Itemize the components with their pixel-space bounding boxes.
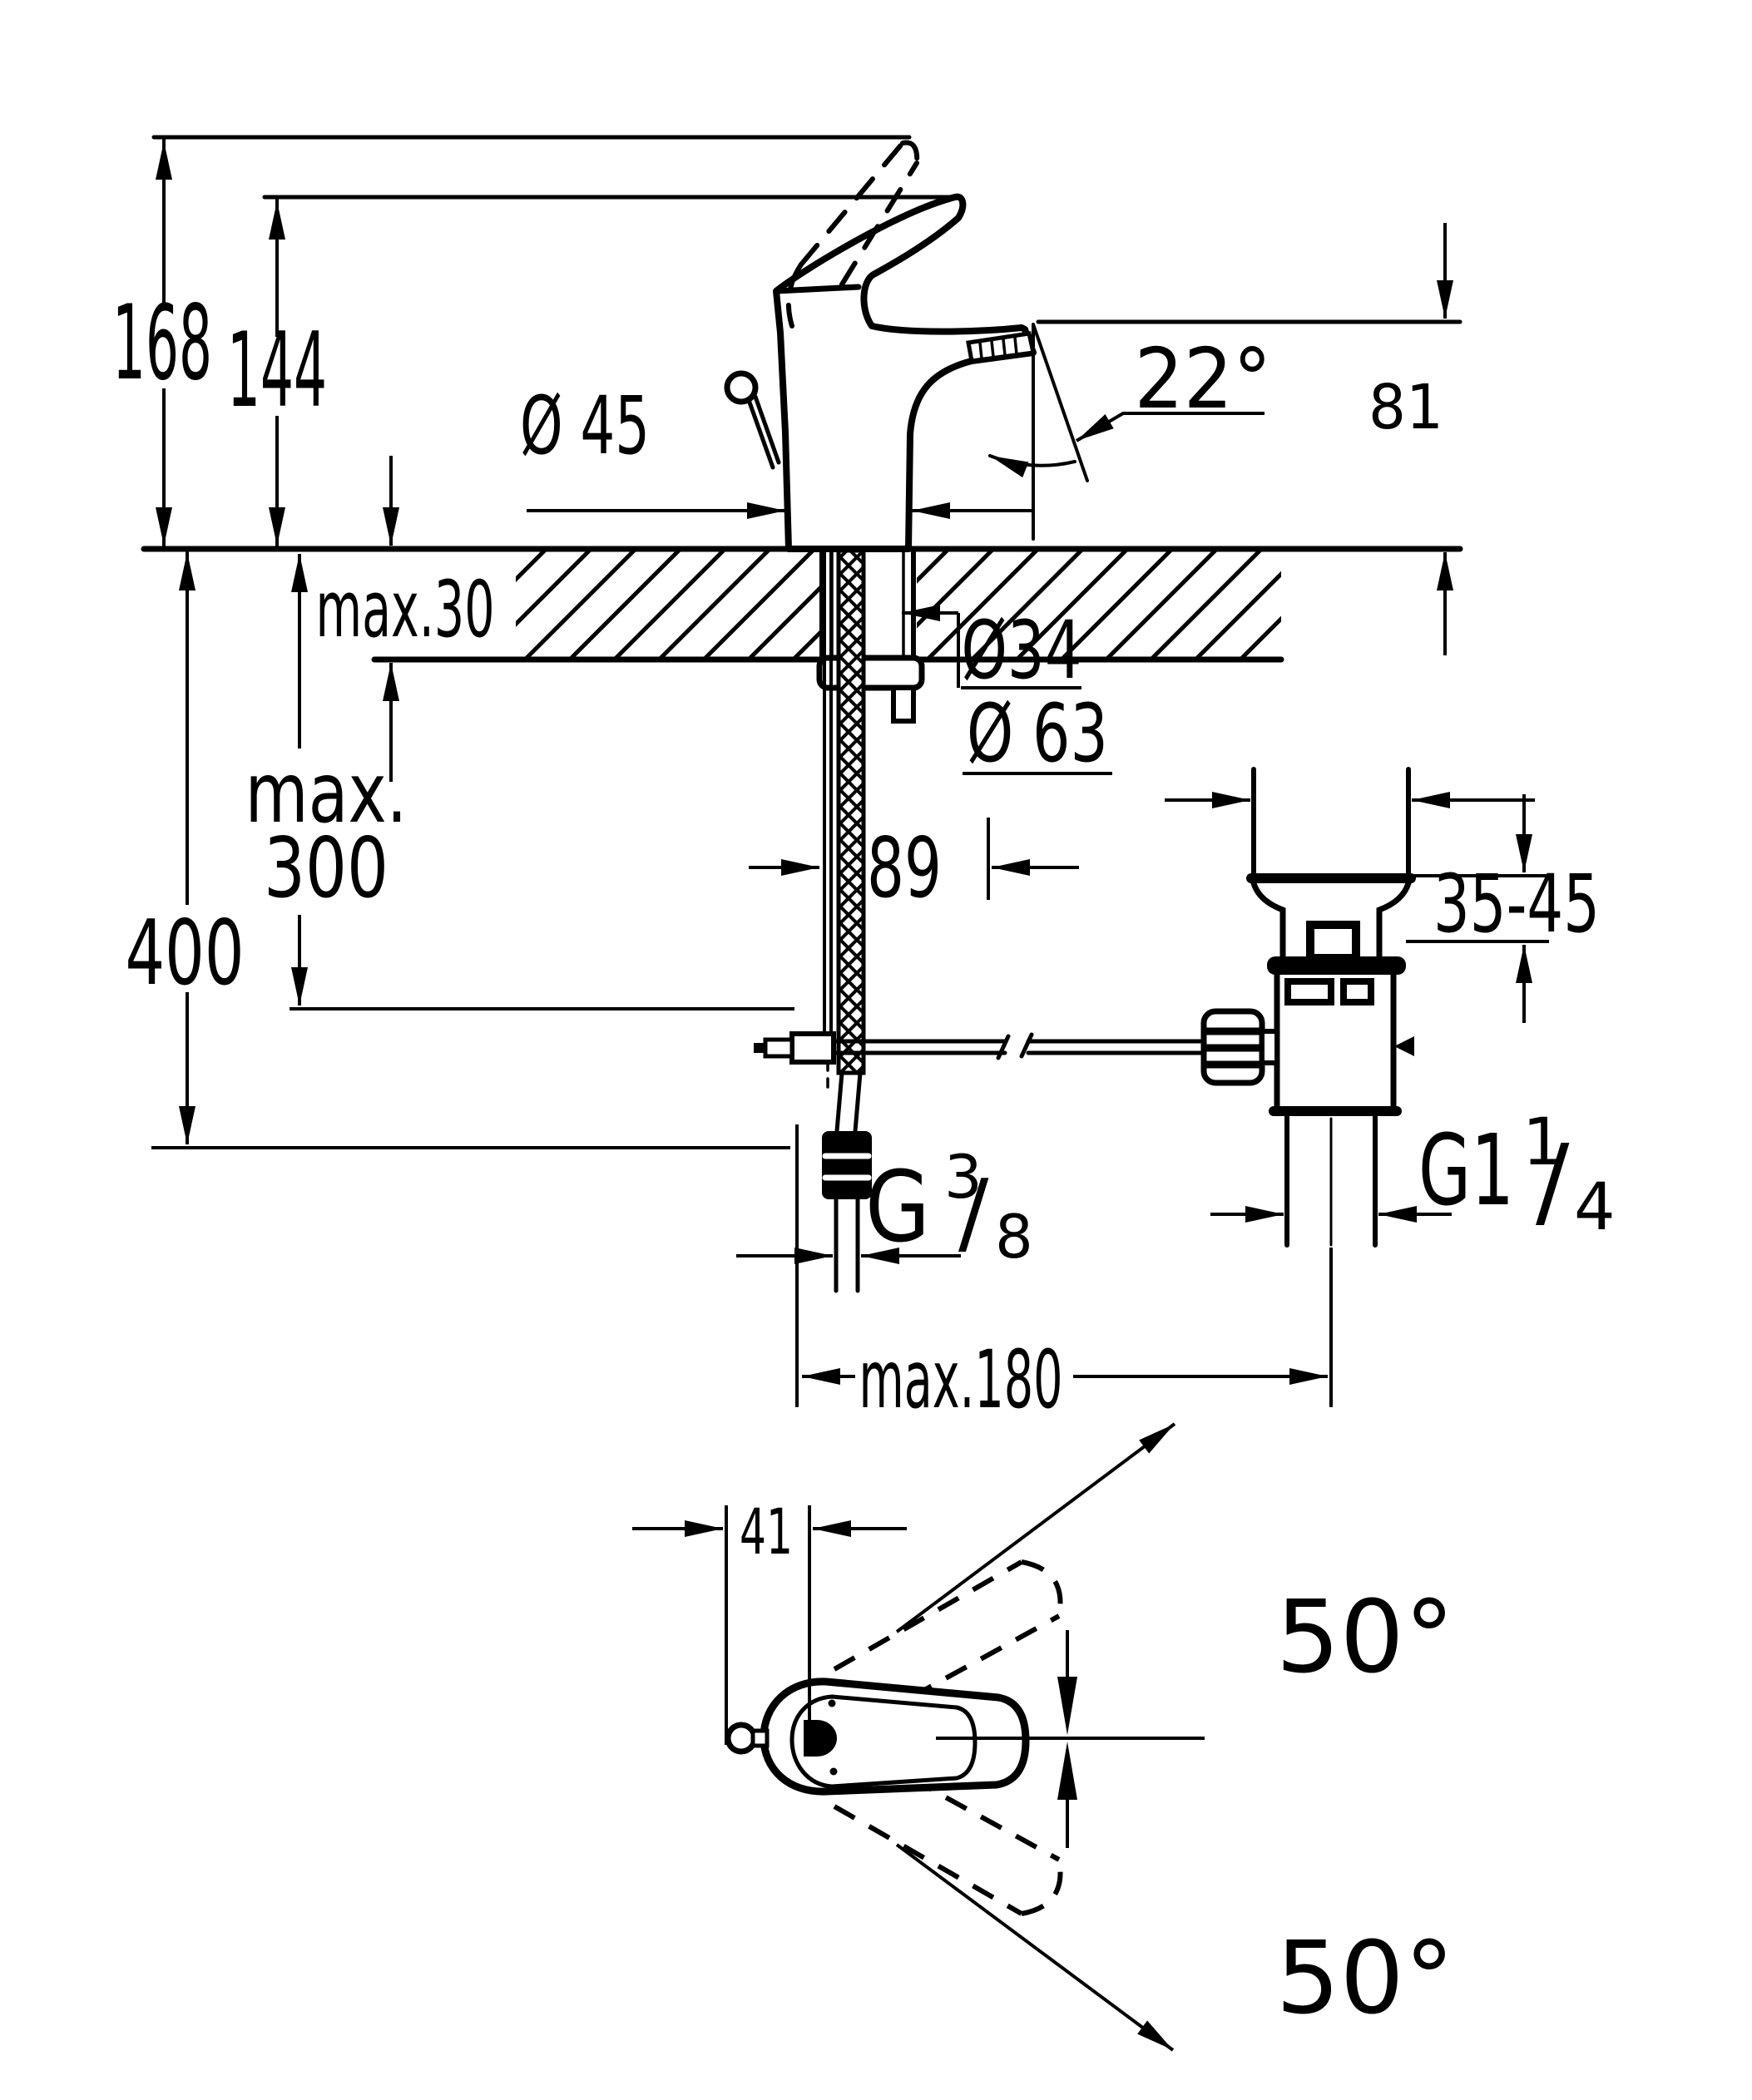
- dim-41-label: 41: [740, 1495, 793, 1569]
- waste-slot-1: [1284, 978, 1334, 1006]
- braided-hose: [836, 548, 866, 1075]
- dim-144-label: 144: [227, 311, 327, 431]
- dim-3545-label: 35-45: [1433, 857, 1600, 951]
- below-deck-assembly: [754, 548, 1208, 1293]
- handle-dot-2: [829, 1767, 838, 1776]
- dashed-down-edge1: [833, 1804, 1023, 1916]
- dim-max300-label-1: max.: [245, 744, 408, 842]
- waste-set-screw: [1394, 1036, 1414, 1056]
- faucet-body: [724, 140, 1037, 552]
- dim-swing-up: 50°: [895, 1422, 1455, 1696]
- side-view: 168 144 Ø 45 max.30: [112, 135, 1616, 1426]
- dim-swing-down: 50°: [895, 1843, 1455, 2052]
- waste-collar: [1267, 956, 1406, 975]
- dim-144: 144: [227, 197, 327, 549]
- waste-thread-den: 4: [1574, 1170, 1616, 1245]
- spout-angle: [988, 319, 1462, 541]
- lift-rod-upper2: [753, 394, 781, 465]
- dim-flange-diameter: Ø 63: [963, 687, 1535, 808]
- waste-lug: [1306, 921, 1360, 962]
- outlet-slant: [1032, 323, 1089, 482]
- dim-waste-thread: G1 1 / 4: [1210, 1105, 1616, 1245]
- dim-deck-thickness: max.30: [316, 456, 495, 782]
- plan-view: 41 50° 50°: [632, 1422, 1455, 2052]
- handle-plan-inner: [789, 1694, 977, 1789]
- rod-break-left: [996, 1034, 1011, 1060]
- dim-89-label: 89: [867, 819, 942, 917]
- hose-lower-right: [853, 1070, 863, 1134]
- waste-neck-right: [1376, 880, 1412, 960]
- dim-hole-diameter: Ø34: [902, 604, 1082, 697]
- aerator-ticks: [978, 336, 1018, 360]
- reference-lines: [151, 135, 961, 200]
- dashed-up-cap: [1021, 1559, 1063, 1617]
- dim-81-label: 81: [1368, 372, 1443, 443]
- dim-400: 400: [126, 549, 790, 1149]
- angle-arrow-up: [1057, 1677, 1077, 1735]
- supply-thread-den: 8: [995, 1202, 1033, 1272]
- deck-hatch-left: [516, 551, 819, 658]
- dim-base-diameter: Ø 45: [520, 379, 1032, 519]
- dim-supply-thread: G 3 / 8: [736, 1142, 1033, 1272]
- dim-168-label: 168: [112, 284, 212, 403]
- waste-thread-slash: /: [1536, 1124, 1570, 1240]
- supply-thread-slash: /: [958, 1161, 989, 1265]
- rod-break-right: [1019, 1032, 1034, 1059]
- supply-nut: [822, 1131, 872, 1199]
- dim-max180-label: max.180: [859, 1333, 1063, 1426]
- dashed-down-edge2: [874, 1757, 1061, 1862]
- waste-thread-num: 1: [1522, 1105, 1564, 1180]
- mounting-stud: [891, 685, 916, 724]
- waste-thread-g: G1: [1418, 1113, 1514, 1228]
- supply-thread-g: G: [865, 1149, 930, 1264]
- dim-89: 89: [749, 818, 1079, 917]
- dim-max300: max. 300: [245, 554, 794, 1010]
- dim-22deg-label: 22°: [1135, 330, 1272, 427]
- pivot-mark: [804, 1720, 837, 1757]
- lift-rod-knob: [724, 370, 759, 405]
- rod-coupling-stub: [763, 1037, 794, 1059]
- dim-50up-label: 50°: [1276, 1580, 1455, 1696]
- dim-max300-label-2: 300: [264, 819, 389, 917]
- deck-hatch-right: [917, 551, 1281, 658]
- dim-d34-label: Ø34: [962, 604, 1082, 697]
- handle-swing-dashed: [833, 1559, 1063, 1916]
- angle-arc: [988, 454, 1076, 478]
- dashed-up-edge1: [833, 1559, 1023, 1672]
- dim-max30-label: max.30: [316, 565, 495, 655]
- waste-slot-2: [1340, 978, 1374, 1006]
- mounting-washer: [816, 655, 925, 691]
- plan-lift-knob: [725, 1722, 758, 1755]
- handle-dot-1: [828, 1699, 836, 1707]
- plan-lift-knob-stub: [750, 1728, 770, 1748]
- dim-spout-angle: 22°: [1075, 330, 1272, 442]
- dashed-down-cap: [1021, 1859, 1063, 1916]
- dim-basin-thickness: 35-45: [1406, 794, 1600, 1023]
- dim-spread: max.180: [795, 1124, 1333, 1426]
- waste-neck-left: [1250, 880, 1286, 960]
- dim-d63-label: Ø 63: [967, 687, 1108, 780]
- handle-body-seam: [773, 284, 862, 294]
- dim-400-label: 400: [126, 902, 245, 1006]
- supply-thread-num: 3: [944, 1142, 982, 1212]
- dimensions: 168 144 Ø 45 max.30: [112, 137, 1616, 1426]
- swing-angle-arrows: [1057, 1630, 1077, 1848]
- hose-lower-left: [834, 1070, 844, 1134]
- handle-raised-dashed: [785, 140, 920, 329]
- dim-50down-label: 50°: [1276, 1921, 1455, 2037]
- dim-168: 168: [112, 137, 212, 549]
- dim-d45-label: Ø 45: [520, 379, 650, 472]
- rod-coupling-tip: [754, 1043, 765, 1053]
- lift-rod-upper: [746, 398, 775, 470]
- angle-arrow-down: [1057, 1742, 1077, 1800]
- dim-spout-height: 81: [1368, 223, 1453, 655]
- rod-coupling: [789, 1031, 836, 1065]
- pop-up-waste: [1200, 767, 1416, 1248]
- clamp-knob-stem: [1260, 1029, 1279, 1065]
- dashed-up-edge2: [874, 1613, 1061, 1719]
- dim-41: 41: [632, 1495, 907, 1745]
